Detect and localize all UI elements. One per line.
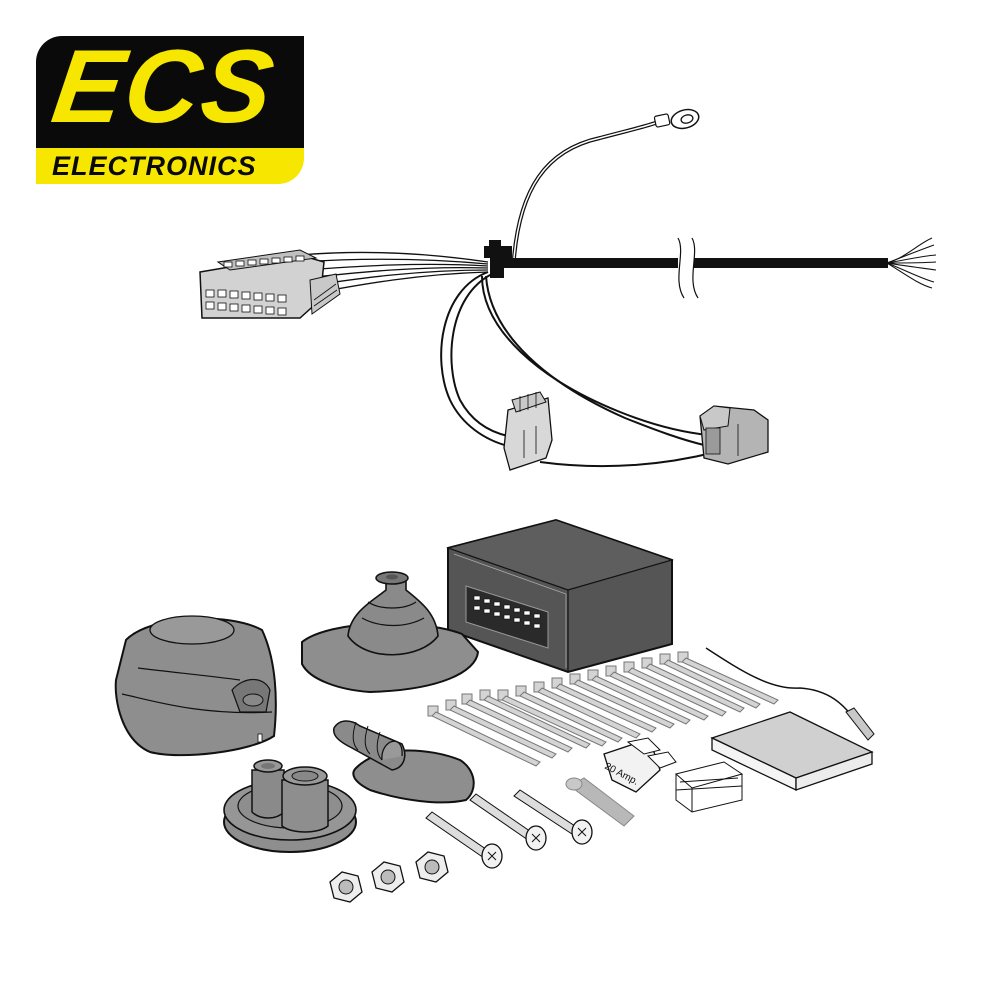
- screw: [425, 811, 503, 869]
- eyelet-ring-terminal: [653, 108, 700, 130]
- machine-screws: [425, 789, 593, 869]
- cable-tie: [551, 677, 657, 733]
- cable-tie: [587, 669, 691, 725]
- rubber-cable-boot-with-flange: [301, 571, 480, 694]
- logo-subtitle: ELECTRONICS: [52, 151, 257, 181]
- 7-pin-towbar-socket: [114, 615, 277, 757]
- screw: [469, 793, 547, 851]
- cable-boot-with-seal-pad: [332, 720, 475, 804]
- logo-black-panel: ECS: [36, 29, 304, 148]
- cable-tie: [623, 661, 727, 717]
- hex-nuts: [329, 851, 449, 903]
- probe-wire-connector: [705, 647, 875, 741]
- cable-tie: [659, 653, 761, 709]
- module-connector-port: [465, 585, 549, 649]
- control-module-box: [445, 518, 674, 674]
- hex-nut: [371, 861, 405, 893]
- screw: [513, 789, 593, 845]
- hex-nut: [329, 871, 363, 903]
- main-cable: [500, 237, 888, 299]
- ecs-electronics-logo: ECS ELECTRONICS: [36, 29, 304, 184]
- cable-tie: [605, 665, 709, 721]
- vertical-plug-connector: [503, 391, 553, 471]
- cable-tie: [461, 693, 573, 753]
- cable-tie: [641, 657, 745, 713]
- adhesive-foam-pad: [710, 711, 874, 792]
- cable-tie: [497, 689, 607, 747]
- cable-tie: [479, 689, 591, 749]
- double-grommet-seal: [223, 759, 357, 853]
- cable-tie: [677, 651, 779, 705]
- cable-tie: [569, 673, 675, 729]
- logo-yellow-band: ELECTRONICS: [36, 148, 304, 184]
- cylindrical-spacer: [565, 777, 635, 827]
- cable-tie: [533, 681, 641, 739]
- hex-nut: [415, 851, 449, 883]
- ground-lead: [512, 108, 700, 259]
- fuse-holder-box: [674, 761, 744, 813]
- wiring-harness: [199, 108, 937, 471]
- cable-junction-block: [484, 240, 512, 278]
- housing-socket-connector: [699, 405, 769, 465]
- length-break-symbol: [677, 237, 699, 299]
- cable-tie: [515, 685, 623, 743]
- cable-ties: [427, 651, 779, 767]
- branch-wires: [440, 271, 717, 468]
- cable-tie: [445, 699, 557, 759]
- cable-tie: [427, 705, 541, 767]
- stripped-wire-ends: [886, 237, 937, 289]
- blade-fuse: 20 Amp.: [603, 737, 677, 793]
- multi-pin-plug-connector: [199, 249, 341, 319]
